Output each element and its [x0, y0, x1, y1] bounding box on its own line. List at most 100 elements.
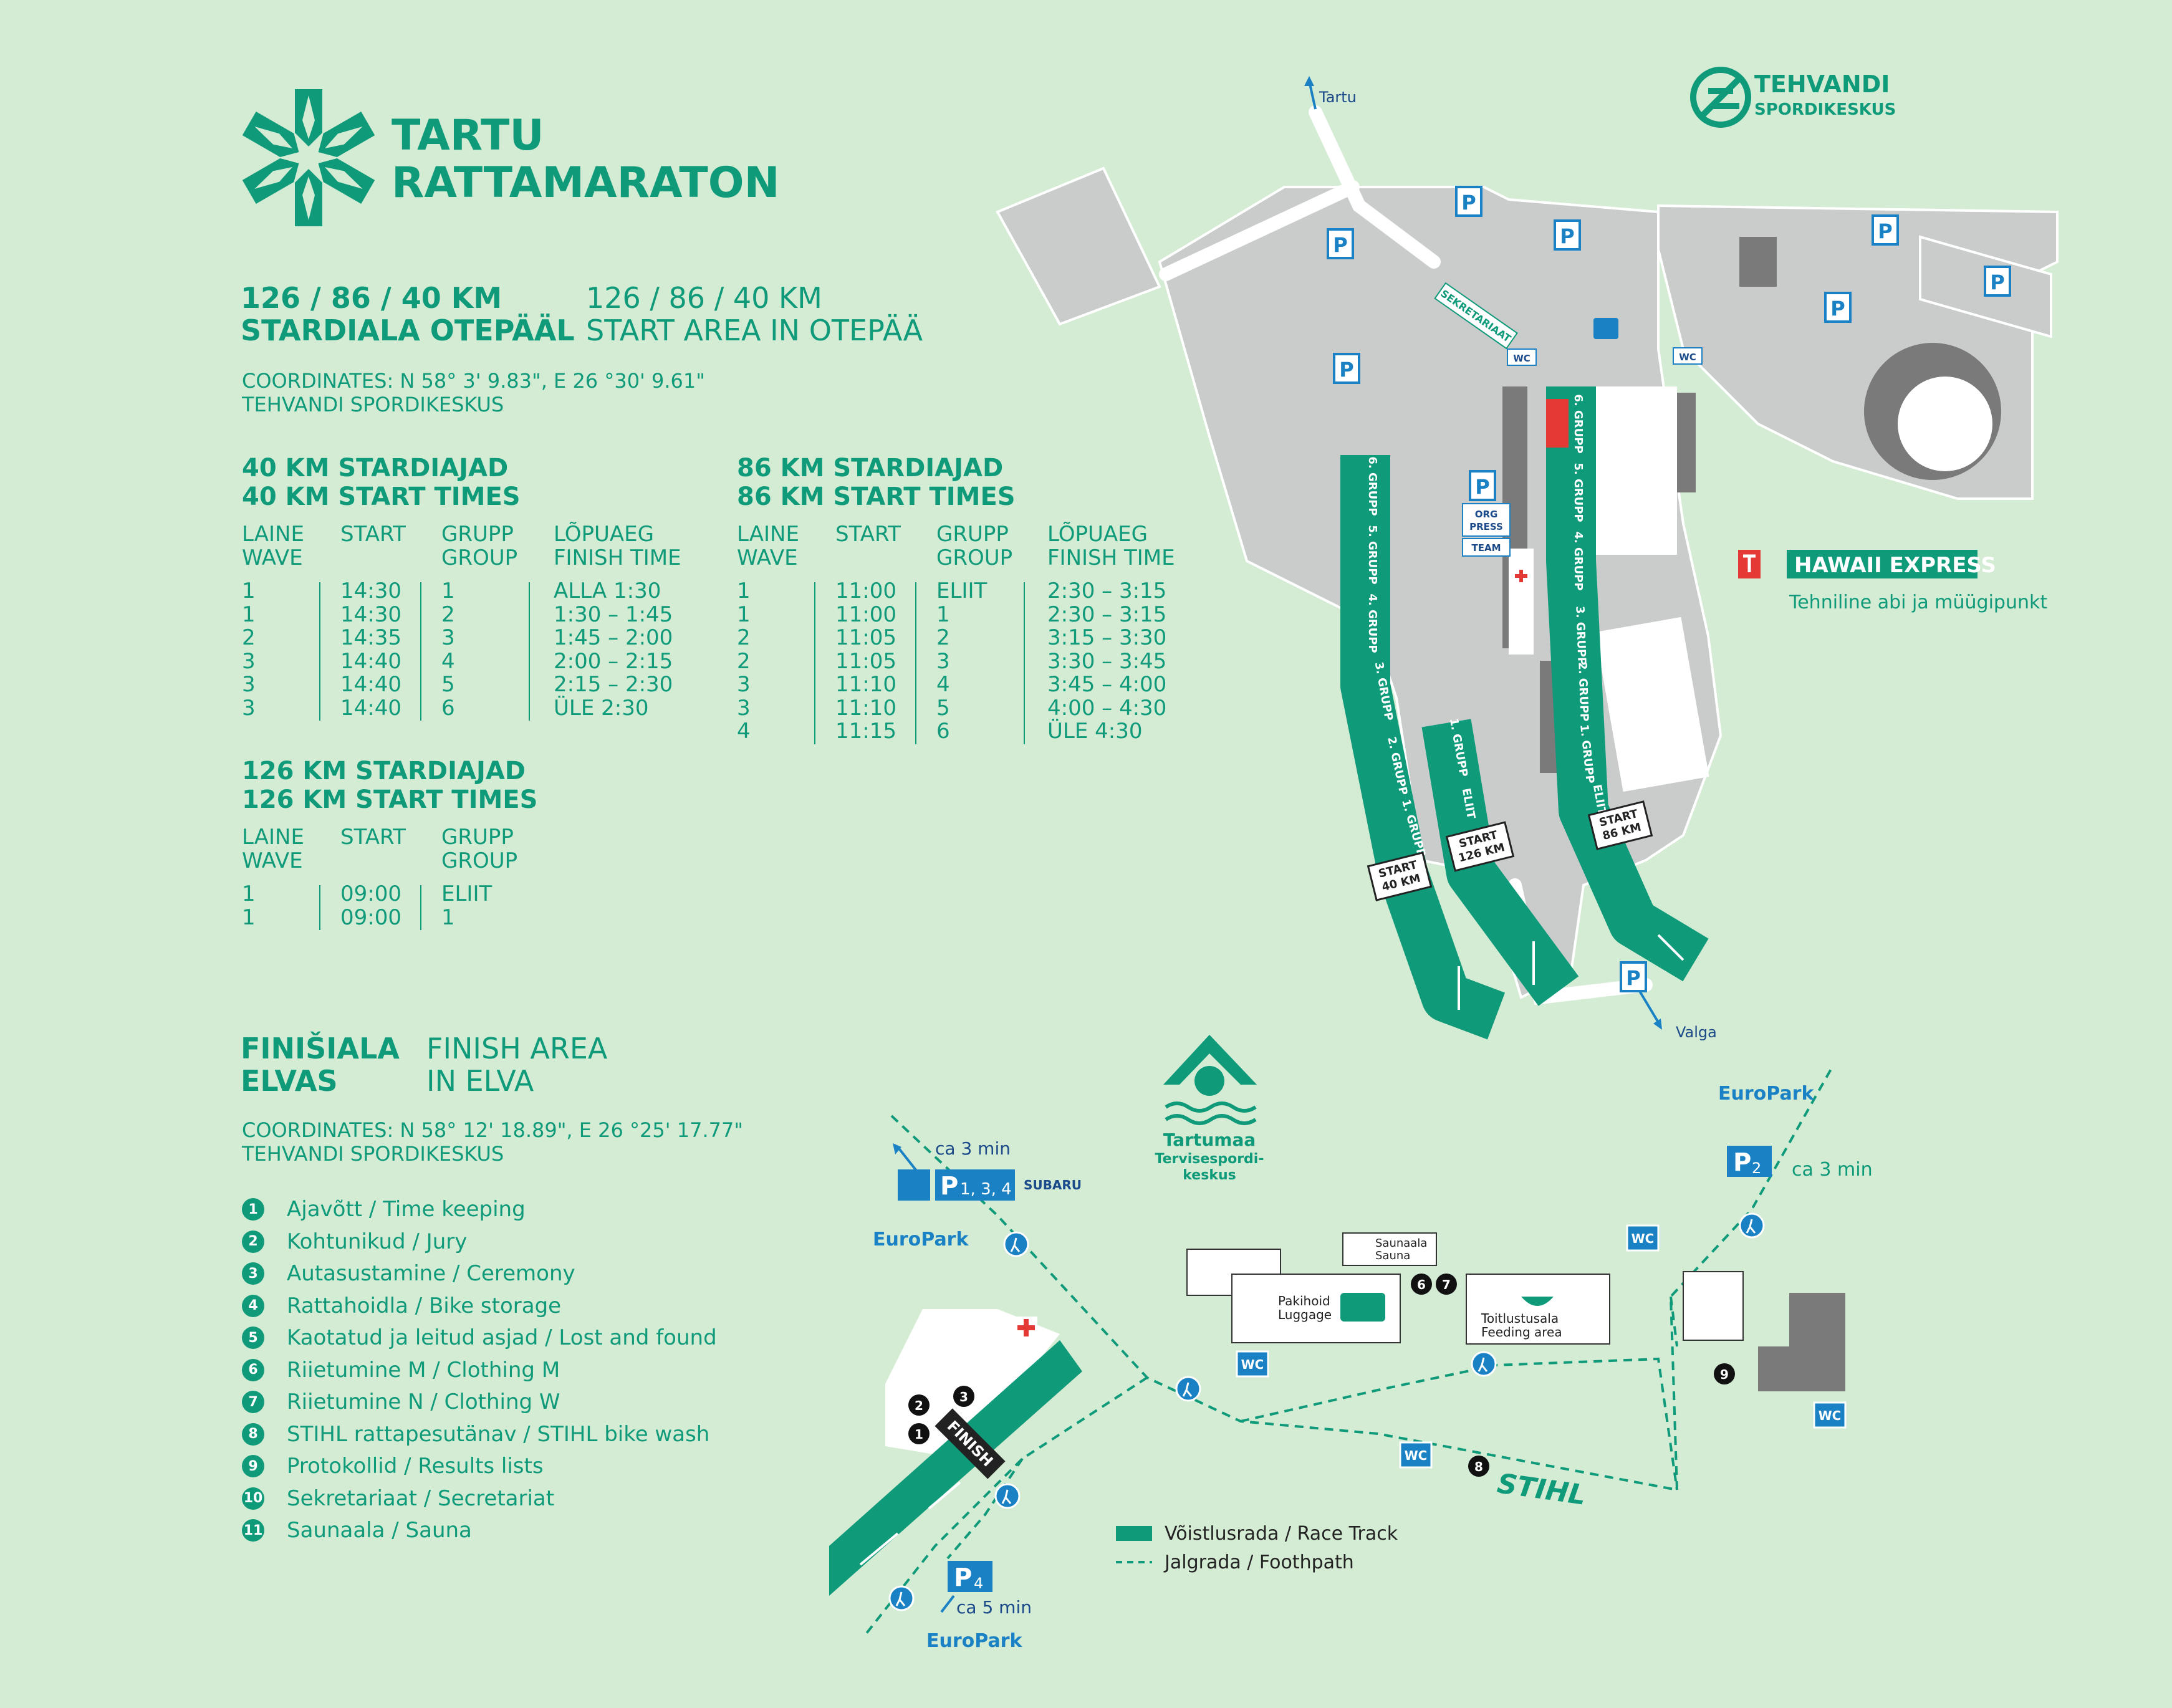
wc-label: WC [1513, 353, 1530, 364]
finish-title-en-2: IN ELVA [426, 1064, 534, 1098]
pedestrian-figure-icon [1010, 1237, 1021, 1252]
valga-arrowhead-icon [1653, 1019, 1662, 1030]
pedestrian-figure-icon [1001, 1489, 1012, 1504]
hdr: WAVE [242, 545, 303, 570]
divider [420, 885, 421, 930]
footpath [1669, 1065, 1834, 1490]
table-cell: 3 [441, 625, 455, 650]
secretariat-building [1758, 1293, 1845, 1391]
table-cell: ÜLE 4:30 [1047, 719, 1143, 744]
bus-stop-icon [898, 1169, 930, 1201]
start-area-title-et-1: 126 / 86 / 40 KM [241, 281, 502, 315]
p134-letter: P [940, 1172, 958, 1201]
tervise-label-2: keskus [1183, 1168, 1236, 1183]
table-cell: 3:15 – 3:30 [1047, 625, 1167, 650]
table-cell: 11:00 [835, 602, 896, 627]
stihl-label: STIHL [1495, 1467, 1588, 1511]
track-126km [1421, 719, 1579, 1006]
start-area-coords: COORDINATES: N 58° 3' 9.83", E 26 °30' 9… [242, 369, 705, 416]
pedestrian-figure-icon [1746, 1219, 1756, 1234]
legend-text: Saunaala / Sauna [287, 1518, 472, 1543]
hdr: GRUPP [936, 522, 1009, 547]
first-aid-cross-icon [1515, 570, 1527, 582]
wc-label: WC [1405, 1448, 1428, 1463]
track-arrow-icon [928, 1481, 961, 1510]
parking-sign-icon [1872, 214, 1899, 246]
tervise-label-1: Tervisespordi- [1155, 1151, 1264, 1167]
table-cell: 3 [737, 695, 751, 721]
table-cell: 2:30 – 3:15 [1047, 578, 1167, 603]
table-cell: 3 [242, 672, 256, 697]
group-label: 4. GRUPP [1572, 531, 1585, 590]
road-west [1159, 180, 1360, 281]
finish-title-et-2: ELVAS [241, 1064, 338, 1098]
group-label: 3. GRUPP [1573, 606, 1588, 666]
table-cell: 14:30 [340, 602, 401, 627]
finish-zone [885, 1309, 1060, 1459]
table-cell: 14:30 [340, 578, 401, 603]
start-area-title-en: 126 / 86 / 40 KM START AREA IN OTEPÄÄ [586, 282, 923, 347]
start-coords-text: COORDINATES: N 58° 3' 9.83", E 26 °30' 9… [242, 369, 705, 393]
table-cell: 2 [737, 625, 751, 650]
table-cell: 5 [441, 672, 455, 697]
pedestrian-figure-icon [1478, 1357, 1488, 1372]
pedestrian-icon [888, 1585, 915, 1611]
legend-number-icon: 7 [242, 1391, 264, 1413]
luggage-icon [1593, 318, 1618, 339]
sauna-building [1342, 1232, 1437, 1266]
legend-number-icon: 3 [242, 1262, 264, 1285]
start-area-title-en-2: START AREA IN OTEPÄÄ [586, 314, 923, 347]
brand-title: TARTU RATTAMARATON [392, 112, 780, 207]
footpath [1670, 1296, 1678, 1347]
finish-area-title-et: FINIŠIALA ELVAS [241, 1032, 400, 1097]
footpath [1240, 1357, 1678, 1490]
table-cell: 3 [242, 648, 256, 674]
footpath [865, 1376, 1148, 1634]
start-area-title-en-1: 126 / 86 / 40 KM [586, 281, 822, 315]
group-label: 5. GRUPP [1572, 463, 1585, 522]
parking-sign-icon [1455, 186, 1482, 217]
pakihoid-label: Pakihoid [1278, 1293, 1330, 1308]
legend-text: Kohtunikud / Jury [287, 1229, 468, 1254]
table-cell: 11:10 [835, 672, 896, 697]
wc-icon [1399, 1441, 1433, 1469]
map-marker-number: 2 [915, 1398, 923, 1413]
parking-letter: P [1990, 271, 2004, 294]
divider [529, 582, 530, 721]
p134-arrow-icon [896, 1146, 918, 1172]
road-tartu [1309, 105, 1441, 269]
p134-sign [935, 1169, 1015, 1201]
finish-area-coords: COORDINATES: N 58° 12' 18.89", E 26 °25'… [242, 1118, 743, 1166]
table-cell: 11:00 [835, 578, 896, 603]
finish-first-aid-cross-icon [1017, 1319, 1035, 1336]
parking-letter: P [1626, 966, 1640, 990]
map-marker-icon [908, 1394, 930, 1416]
table-cell: 4 [737, 719, 751, 744]
feeding-label: Feeding area [1481, 1325, 1562, 1340]
finish-title-en-1: FINISH AREA [426, 1032, 608, 1065]
hdr: GRUPP [441, 522, 514, 547]
pedestrian-icon [1739, 1212, 1765, 1239]
hdr: WAVE [737, 545, 798, 570]
finish-place-text: TEHVANDI SPORDIKESKUS [242, 1142, 504, 1166]
km86-title-1: 86 KM STARDIAJAD [737, 454, 1004, 482]
legend-number-icon: 9 [242, 1455, 264, 1477]
legend-text: Protokollid / Results lists [287, 1454, 544, 1479]
finish-title-et-1: FINIŠIALA [241, 1032, 400, 1065]
table-cell: ELIIT [441, 881, 493, 906]
p4-letter: P [954, 1563, 972, 1592]
parking-letter: P [1475, 475, 1489, 499]
arrow-86 [1657, 934, 1684, 961]
finish-coords-text: COORDINATES: N 58° 12' 18.89", E 26 °25'… [242, 1118, 744, 1142]
table-cell: 1 [242, 602, 256, 627]
press-label: PRESS [1469, 521, 1503, 532]
service-field [1595, 617, 1709, 792]
wc-icon [1236, 1350, 1269, 1378]
